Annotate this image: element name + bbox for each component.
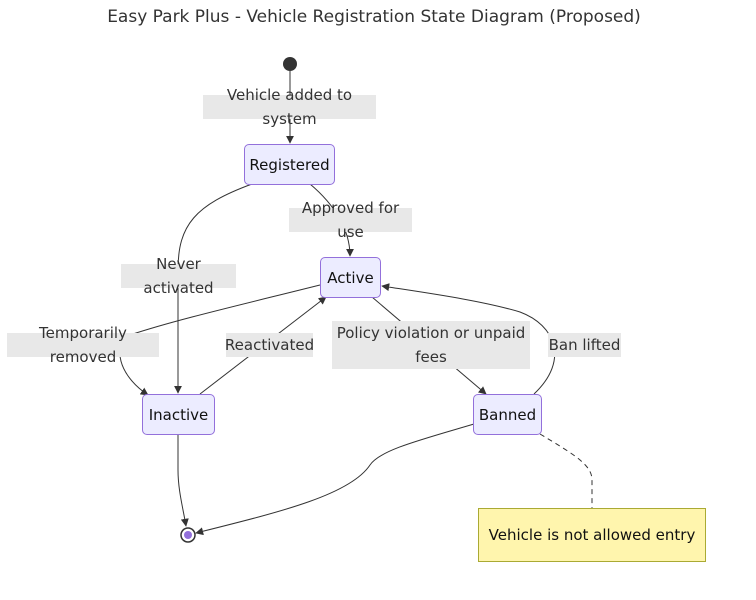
label-inactive-to-active: Reactivated [225, 333, 314, 357]
edge-banned-to-end [195, 423, 475, 536]
label-banned-to-active: Ban lifted [548, 333, 621, 357]
diagram-title: Easy Park Plus - Vehicle Registration St… [107, 7, 641, 27]
state-banned[interactable]: Banned [473, 394, 542, 435]
note-connector [539, 433, 593, 508]
edge-inactive-to-end [177, 434, 189, 527]
start-node [283, 57, 297, 71]
end-node-inner [184, 531, 192, 539]
state-registered[interactable]: Registered [244, 144, 335, 185]
label-start-to-registered: Vehicle added to system [203, 86, 376, 128]
edge-active-to-inactive [119, 284, 321, 396]
label-registered-to-inactive: Never activated [121, 255, 236, 297]
edge-banned-to-active [381, 283, 556, 395]
note-banned: Vehicle is not allowed entry [478, 508, 706, 562]
label-active-to-inactive: Temporarily removed [7, 324, 159, 366]
label-active-to-banned: Policy violation or unpaid fees [332, 321, 530, 369]
label-registered-to-active: Approved for use [289, 199, 412, 241]
state-active[interactable]: Active [320, 257, 381, 298]
state-inactive[interactable]: Inactive [142, 394, 215, 435]
